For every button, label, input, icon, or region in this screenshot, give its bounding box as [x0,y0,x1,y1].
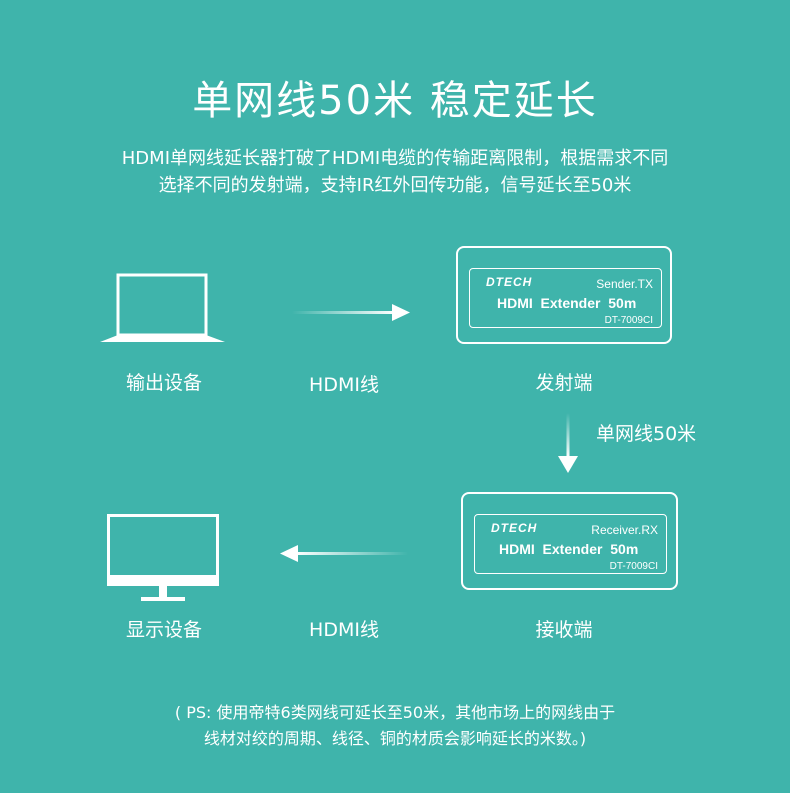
receiver-brand: DTECH [491,521,538,535]
subtitle-line-2: 选择不同的发射端，支持IR红外回传功能，信号延长至50米 [158,175,632,196]
source-device-label: 输出设备 [125,372,202,394]
sender-panel: DTECH Sender.TX HDMI Extender 50m DT-700… [469,268,662,328]
receiver-label: 接收端 [535,619,593,641]
page-subtitle: HDMI单网线延长器打破了HDMI电缆的传输距离限制，根据需求不同 选择不同的发… [0,145,790,199]
arrow-right-icon [292,304,410,321]
sender-model: DT-7009CI [604,315,653,326]
arrow-left-icon [280,545,408,562]
sender-label: 发射端 [535,372,593,394]
receiver-name: HDMI Extender 50m [499,541,639,557]
receiver-panel: DTECH Receiver.RX HDMI Extender 50m DT-7… [474,514,667,574]
sender-brand: DTECH [486,275,533,289]
arrow-down-icon [558,413,578,473]
footnote-line-2: 线材对绞的周期、线径、铜的材质会影响延长的米数。) [203,729,587,748]
footnote-line-1: ( PS: 使用帝特6类网线可延长至50米，其他市场上的网线由于 [174,703,616,722]
receiver-model: DT-7009CI [609,561,658,572]
sender-name: HDMI Extender 50m [497,295,637,311]
hdmi-cable-label-bottom: HDMI线 [309,619,379,641]
receiver-role: Receiver.RX [591,523,658,537]
subtitle-line-1: HDMI单网线延长器打破了HDMI电缆的传输距离限制，根据需求不同 [121,148,669,169]
footnote: ( PS: 使用帝特6类网线可延长至50米，其他市场上的网线由于 线材对绞的周期… [0,700,790,752]
hdmi-cable-label-top: HDMI线 [309,374,379,396]
page-title: 单网线50米 稳定延长 [192,78,598,124]
sender-device: DTECH Sender.TX HDMI Extender 50m DT-700… [456,246,672,344]
monitor-icon [107,514,219,601]
sender-role: Sender.TX [596,277,653,291]
display-device-label: 显示设备 [125,619,202,641]
receiver-device: DTECH Receiver.RX HDMI Extender 50m DT-7… [461,492,678,590]
laptop-icon [100,273,225,342]
link-distance-label: 单网线50米 [596,423,697,445]
